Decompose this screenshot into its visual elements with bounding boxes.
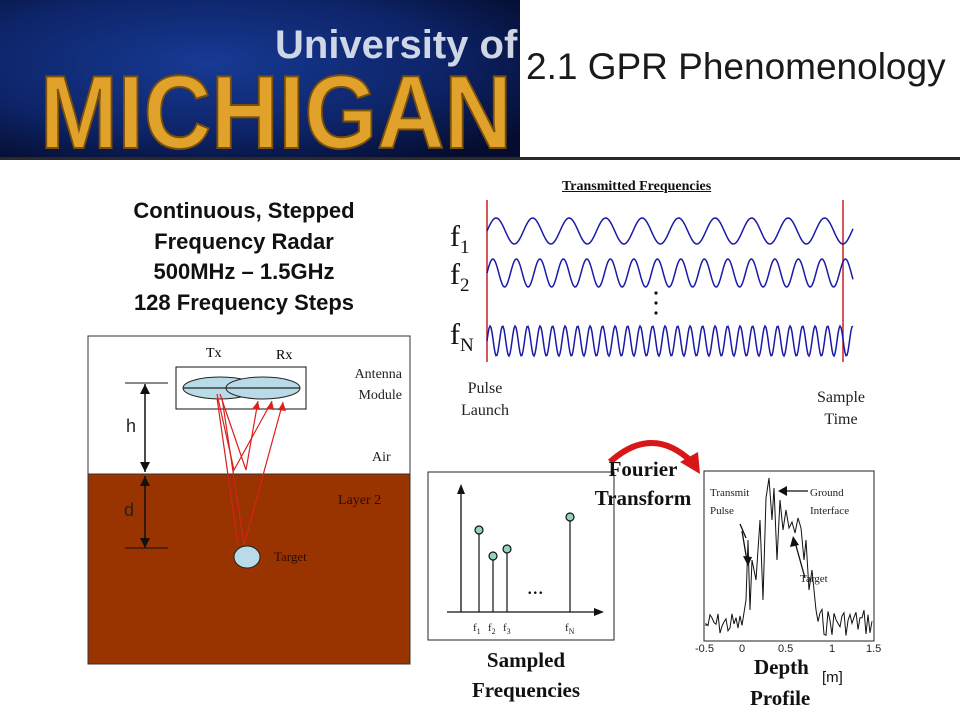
sample-line2: Time — [824, 411, 858, 428]
depth-tick-1: 1 — [829, 643, 836, 655]
logo-line2: MICHIGAN — [40, 55, 512, 171]
sample-line1: Sample — [817, 389, 865, 406]
sample-tick-f2: f2 — [488, 622, 496, 637]
f1-label: f1 — [450, 220, 470, 258]
fourier-line1: Fourier — [608, 457, 678, 481]
wave-fN — [486, 324, 854, 358]
depth-tick-15: 1.5 — [866, 643, 882, 655]
target-depth-label: Target — [800, 573, 828, 585]
f2-label: f2 — [450, 258, 470, 296]
radar-line-4: 128 Frequency Steps — [133, 289, 355, 315]
header-divider — [0, 157, 960, 160]
fourier-transform-label: Fourier Transform — [568, 455, 718, 513]
logo-line1: University of — [275, 23, 518, 67]
profile-label: Profile — [750, 686, 811, 710]
depth-tick-05: 0.5 — [778, 643, 794, 655]
fN-label: fN — [450, 318, 474, 356]
transmit-line2: Pulse — [710, 505, 734, 517]
page-title: 2.1 GPR Phenomenology — [526, 46, 946, 87]
radar-line-1: Continuous, Stepped — [133, 198, 355, 223]
pulse-line1: Pulse — [467, 380, 503, 397]
soil-layer — [87, 473, 411, 665]
air-label: Air — [372, 450, 391, 465]
sample-f1 — [474, 525, 484, 535]
sample-fN — [565, 512, 575, 522]
depth-tick-0: 0 — [739, 643, 746, 655]
target-pointer — [794, 541, 806, 579]
vertical-ellipsis — [654, 291, 658, 315]
rx-label: Rx — [276, 348, 293, 363]
sample-f3 — [502, 544, 512, 554]
h-label: h — [126, 416, 137, 436]
depth-profile-trace — [705, 477, 873, 636]
depth-tick-neg05: -0.5 — [695, 643, 714, 655]
wave-f2 — [486, 258, 854, 288]
depth-unit: [m] — [822, 669, 843, 686]
sample-tick-f1: f1 — [473, 622, 481, 637]
sampled-line2: Frequencies — [471, 678, 581, 702]
target-label: Target — [274, 549, 307, 564]
transmit-pulse-label: Transmit Pulse — [710, 484, 749, 520]
fourier-line2: Transform — [594, 486, 692, 510]
wave-f1 — [486, 217, 854, 245]
layer2-label: Layer 2 — [338, 493, 382, 508]
radar-description: Continuous, Stepped Frequency Radar 500M… — [82, 196, 406, 318]
sample-tick-f3: f3 — [503, 622, 511, 637]
pulse-launch-label: Pulse Launch — [440, 378, 530, 422]
transmit-pulse-pointer — [741, 530, 748, 562]
pulse-line2: Launch — [461, 402, 509, 419]
sample-time-label: Sample Time — [796, 387, 886, 431]
sample-f2 — [488, 551, 498, 561]
sampled-ellipsis: ... — [527, 574, 544, 599]
antenna-module-line2: Module — [358, 388, 402, 403]
frequency-samples — [474, 512, 575, 612]
ground-interface-label: Ground Interface — [810, 484, 849, 520]
target-object — [233, 545, 261, 569]
sampled-line1: Sampled — [486, 648, 566, 672]
transmitted-frequencies-title: Transmitted Frequencies — [562, 179, 712, 194]
university-logo: University of MICHIGAN — [0, 0, 520, 172]
ray-paths — [216, 393, 284, 546]
radar-line-3: 500MHz – 1.5GHz — [153, 259, 335, 284]
sample-tick-fN: fN — [565, 622, 575, 637]
depth-label: Depth — [754, 655, 809, 679]
ground-line1: Ground — [810, 487, 844, 499]
antenna-module-label: Antenna Module — [318, 364, 402, 406]
radar-line-2: Frequency Radar — [154, 228, 334, 254]
transmit-line1: Transmit — [710, 487, 750, 499]
ground-line2: Interface — [810, 505, 850, 517]
tx-label: Tx — [206, 346, 222, 361]
d-label: d — [124, 500, 135, 520]
sampled-frequencies-label: Sampled Frequencies — [446, 645, 606, 705]
antenna-module-line1: Antenna — [354, 367, 402, 382]
